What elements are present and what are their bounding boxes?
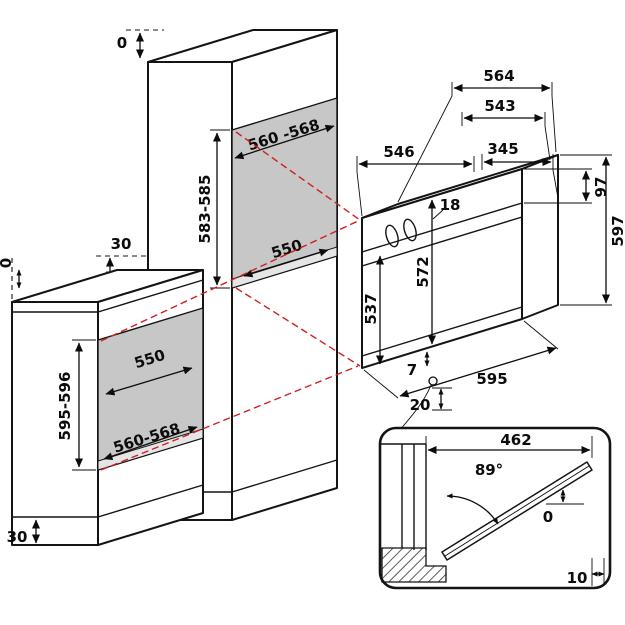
ext-564-right [551, 95, 557, 153]
ext-595-left [363, 369, 399, 399]
projection-line-tall-bottom [235, 287, 361, 367]
dim-label-97: 97 [592, 177, 610, 198]
ext-546-left [356, 171, 363, 217]
oven-knob-left [385, 224, 399, 248]
dim-label-base-plinth: 30 [7, 528, 28, 546]
ext-543-right [544, 125, 551, 161]
dim-label-tall-niche-height: 583-585 [196, 175, 214, 244]
oven-front-face [361, 168, 523, 369]
base-cabinet-front-face [11, 301, 99, 546]
base-cabinet: 550 595-596 560-568 30 0 [0, 258, 204, 546]
oven-knob-right [403, 218, 417, 242]
dim-arc-89 [446, 493, 499, 525]
dim-line-base-niche-width [103, 425, 198, 461]
dim-label-345: 345 [487, 140, 518, 158]
door-detail-inset: 89° 462 0 10 [378, 426, 612, 590]
projection-lines [100, 131, 361, 471]
projection-line-base-top [100, 220, 359, 342]
dim-label-543: 543 [484, 97, 515, 115]
dim-label-572: 572 [414, 256, 432, 287]
dim-line-595 [399, 346, 557, 398]
dim-label-89: 89° [475, 461, 503, 479]
ext-595-right [523, 320, 559, 350]
worktop-side-edge [97, 279, 204, 313]
oven: 564 543 546 345 18 97 537 572 597 [356, 67, 625, 453]
dim-label-base-niche-height: 595-596 [56, 372, 74, 441]
inset-cabinet-section-hatch [381, 547, 447, 583]
dim-label-595: 595 [476, 370, 507, 388]
dim-label-top-zero: 0 [117, 34, 127, 52]
dim-line-tall-niche-depth [243, 248, 329, 278]
dim-label-597: 597 [609, 215, 625, 246]
tall-cabinet-plinth-side [231, 459, 338, 493]
projection-line-base-bottom [100, 365, 359, 471]
detail-reference-circle [428, 376, 438, 386]
dim-label-537: 537 [362, 293, 380, 324]
dim-line-tall-niche-width [234, 124, 335, 160]
oven-door-bottom-line [361, 306, 523, 357]
dim-label-10: 10 [567, 569, 588, 587]
dim-label-7: 7 [407, 361, 417, 379]
dim-label-546: 546 [383, 143, 414, 161]
dim-label-462: 462 [500, 431, 531, 449]
dim-label-base-zero: 0 [0, 258, 15, 268]
dim-label-door-zero: 0 [543, 508, 553, 526]
base-plinth-side [97, 484, 204, 518]
dim-label-18: 18 [440, 196, 461, 214]
dim-line-base-niche-depth [105, 366, 193, 396]
oven-control-panel-line [361, 202, 523, 253]
dim-label-vent-gap: 30 [111, 235, 132, 253]
oven-door-handle-line [361, 216, 523, 267]
inset-door-inner-line [444, 465, 590, 557]
ext-345-right [552, 169, 559, 199]
oven-side-face [521, 154, 559, 320]
projection-line-tall-top [235, 131, 361, 221]
dim-label-564: 564 [483, 67, 514, 85]
ext-564-left [397, 95, 453, 203]
